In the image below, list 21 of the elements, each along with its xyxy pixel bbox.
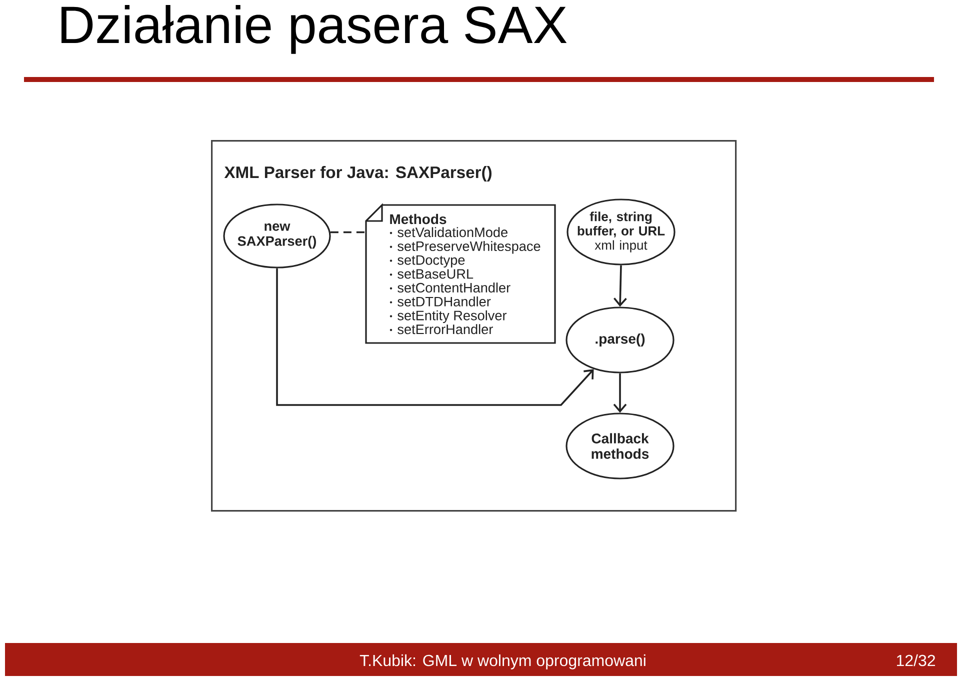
node-label: setErrorHandler [398,324,493,334]
node-label: setPreserveWhitespace [398,241,540,254]
node-label: Methods [390,214,446,224]
note-box: Methods setValidationMode setPreserveWhitespace setDoctype setBaseURL setContentHandler setDTDHandler setEntity Resolver setErrorHandler [365,203,556,344]
ellipse-node: Callback methods [566,412,674,480]
page-number: 12/32 [897,654,935,666]
node-label: setDTDHandler [398,296,491,306]
slide-title: Działanie pasera SAX [62,4,567,54]
ellipse-node: .parse() [566,306,674,374]
node-label: setEntity Resolver [398,310,507,324]
arrow [276,268,594,406]
node-label: setValidationMode [398,227,508,238]
arrow [614,265,627,307]
node-label: setBaseURL [398,269,474,279]
ellipse-node: file, string buffer, or URL xml input [566,198,676,266]
dashed-line [330,231,366,234]
footer-text: T.Kubik: GML w wolnym oprogramowani [360,654,646,670]
ellipse-node: new SAXParser() [223,204,331,268]
node-label: setContentHandler [398,282,510,293]
node-label: setDoctype [398,255,465,268]
arrow [613,373,627,413]
